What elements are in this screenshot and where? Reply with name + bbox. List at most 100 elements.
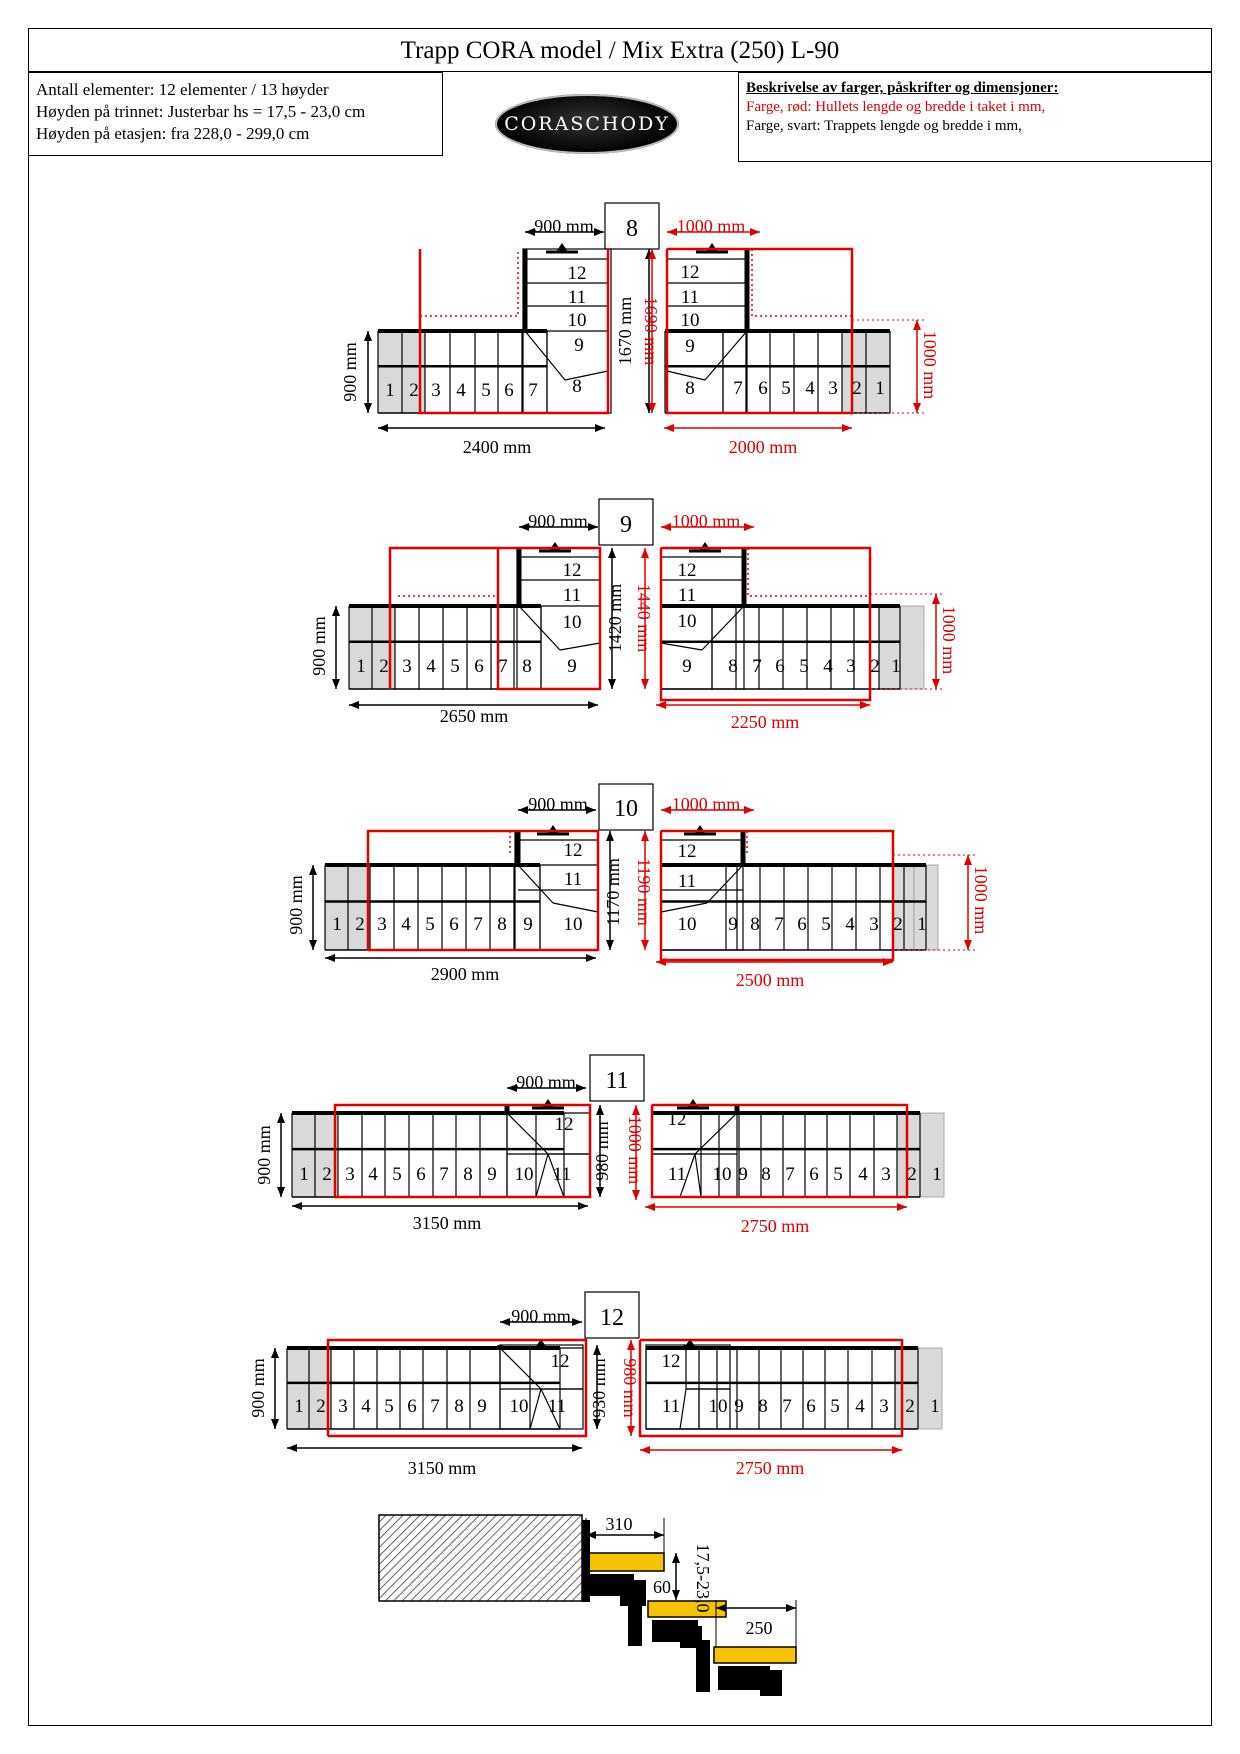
- arrow-head: [364, 403, 372, 413]
- arrow-head: [640, 1446, 650, 1454]
- step-block: [696, 1640, 710, 1692]
- step-number: 3: [345, 1164, 355, 1185]
- step-number: 12: [564, 840, 583, 861]
- winder-edge: [679, 1153, 696, 1198]
- ceiling-hole: [650, 1103, 909, 1199]
- step-number: 11: [553, 1164, 571, 1185]
- winder-edge: [552, 902, 599, 913]
- step-number: 1: [891, 656, 901, 677]
- arrow-head: [627, 1426, 635, 1436]
- page-title: Trapp CORA model / Mix Extra (250) L-90: [28, 28, 1212, 72]
- arrow-head: [860, 701, 870, 709]
- step-number: 1: [875, 378, 885, 399]
- step-number: 7: [782, 1396, 792, 1417]
- info-floor-height: Høyden på etasjen: fra 228,0 - 299,0 cm: [36, 124, 310, 143]
- winder-edge: [506, 1112, 549, 1155]
- ceiling-hole: [326, 1338, 588, 1438]
- info-elements: Antall elementer: 12 elementer / 13 høyd…: [36, 80, 329, 99]
- length-label: 2900 mm: [431, 964, 500, 984]
- hole-depth-label: 1690 mm: [641, 297, 661, 366]
- winder-edge: [706, 864, 744, 904]
- step-number: 5: [450, 656, 460, 677]
- arrow-head: [641, 679, 649, 689]
- hole-length-label: 2750 mm: [736, 1458, 805, 1478]
- step-number: 7: [473, 914, 483, 935]
- winder-edge: [679, 1388, 687, 1430]
- arrow-head: [606, 831, 614, 841]
- arrow-head: [277, 1113, 285, 1123]
- step-number: 8: [758, 1396, 768, 1417]
- arrow-head: [576, 1084, 586, 1092]
- tread: [585, 1552, 665, 1572]
- side-width-label: 900 mm: [340, 342, 360, 402]
- step-number: 5: [384, 1396, 394, 1417]
- depth-label: 1170 mm: [603, 858, 623, 926]
- variant-id-box: [604, 202, 660, 250]
- variant-id-box: [598, 783, 654, 831]
- post-marker: [556, 243, 568, 252]
- step-number: 4: [823, 656, 833, 677]
- hole-length-label: 2500 mm: [736, 970, 805, 990]
- arrow-head: [648, 403, 656, 413]
- description-red: Farge, rød: Hullets lengde og bredde i t…: [746, 99, 1046, 115]
- step-number: 7: [774, 914, 784, 935]
- step-number: 7: [752, 656, 762, 677]
- step-number: 1: [299, 1164, 309, 1185]
- step-number: 11: [548, 1396, 566, 1417]
- step-number: 9: [728, 914, 738, 935]
- arrow-head: [608, 548, 616, 558]
- step-number: 5: [799, 656, 809, 677]
- step-number: 6: [775, 656, 785, 677]
- info-box: Antall elementer: 12 elementer / 13 høyd…: [28, 72, 443, 156]
- step-number: 12: [568, 263, 587, 284]
- variant-id: 8: [626, 216, 638, 242]
- variant-id: 9: [620, 512, 632, 538]
- ceiling-hole-dotted: [420, 249, 519, 317]
- arrow-head: [913, 320, 921, 330]
- arrow-head: [632, 1190, 640, 1200]
- step-number: 10: [563, 612, 582, 633]
- step-number: 4: [368, 1164, 378, 1185]
- arrow-head: [892, 1446, 902, 1454]
- arrow-head: [716, 1604, 726, 1612]
- step-number: 4: [361, 1396, 371, 1417]
- step-run-label: 250: [746, 1618, 773, 1638]
- hole-width-label: 1000 mm: [677, 216, 746, 236]
- info-step-height: Høyden på trinnet: Justerbar hs = 17,5 -…: [36, 102, 366, 121]
- shaded-step: [347, 864, 371, 951]
- step-number: 5: [830, 1396, 840, 1417]
- arrow-head: [654, 1531, 664, 1539]
- winder-edge: [529, 1388, 542, 1430]
- side-hole-label: 1000 mm: [971, 866, 991, 935]
- step-number: 10: [568, 310, 587, 331]
- arrow-head: [744, 806, 754, 814]
- step-number: 11: [678, 871, 696, 892]
- depth-label: 1420 mm: [605, 584, 625, 653]
- step-number: 11: [662, 1396, 680, 1417]
- description-heading: Beskrivelse av farger, påskrifter og dim…: [746, 80, 1059, 96]
- step-number: 5: [781, 378, 791, 399]
- overlap-label: 60: [653, 1577, 671, 1597]
- winder-edge: [499, 1347, 542, 1390]
- step-number: 10: [709, 1396, 728, 1417]
- step-number: 3: [338, 1396, 348, 1417]
- length-label: 3150 mm: [408, 1458, 477, 1478]
- arrow-head: [525, 228, 535, 236]
- length-label: 2400 mm: [463, 437, 532, 457]
- step-number: 2: [379, 656, 389, 677]
- winder-edge: [694, 1153, 702, 1198]
- description-black: Farge, svart: Trappets lengde og bredde …: [746, 118, 1022, 134]
- arrow-head: [641, 940, 649, 950]
- arrow-head: [932, 679, 940, 689]
- arrow-head: [672, 1553, 680, 1563]
- hole-depth-label: 1440 mm: [634, 584, 654, 653]
- arrow-head: [271, 1419, 279, 1429]
- arrow-head: [883, 958, 893, 966]
- step-number: 6: [449, 914, 459, 935]
- variant-id: 11: [605, 1068, 628, 1094]
- arrow-head: [593, 1345, 601, 1355]
- step-number: 4: [426, 656, 436, 677]
- shaded-step: [841, 330, 867, 414]
- arrow-head: [596, 1187, 604, 1197]
